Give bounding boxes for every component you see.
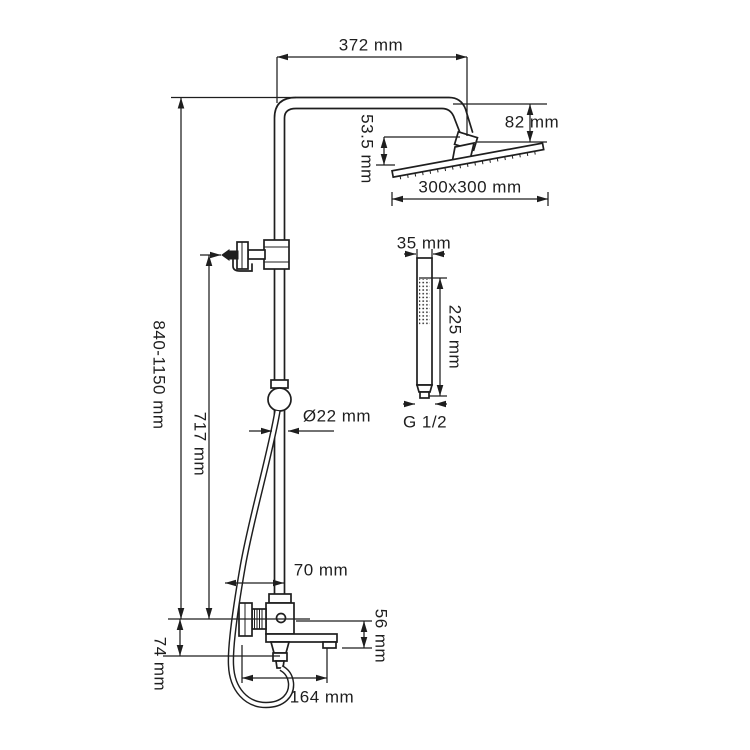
- dim-70-label: 70 mm: [294, 561, 348, 580]
- overhead-shower-head: [391, 142, 545, 180]
- bracket-screw: [221, 249, 230, 261]
- dim-300x300: 300x300 mm: [391, 178, 549, 206]
- dim-82: 82 mm: [453, 103, 559, 143]
- dim-717-label: 717 mm: [191, 412, 210, 476]
- dim-56: 56 mm: [296, 609, 391, 663]
- dim-164: 164 mm: [241, 645, 354, 707]
- pipe-tee: [263, 239, 290, 270]
- dim-o22-label: Ø22 mm: [303, 407, 371, 426]
- wall-bracket: [221, 239, 290, 272]
- dim-372: 372 mm: [276, 36, 468, 136]
- slider-holder: [267, 379, 292, 412]
- hand-shower-connector: [419, 391, 430, 399]
- hand-shower-cone: [415, 384, 434, 393]
- spout-underbody: [269, 641, 291, 654]
- shower-hose: [227, 410, 295, 709]
- dim-35: 35 mm: [397, 234, 451, 259]
- dim-74: 74 mm: [151, 618, 310, 691]
- hand-shower: [415, 257, 434, 399]
- hose-nut: [272, 652, 288, 662]
- dim-164-label: 164 mm: [290, 688, 354, 707]
- mixer-body: [238, 593, 295, 637]
- dim-70: 70 mm: [225, 561, 348, 587]
- dim-74-label: 74 mm: [151, 637, 170, 691]
- dim-height: 840-1150 mm: [150, 96, 296, 619]
- dim-g12-label: G 1/2: [403, 413, 447, 432]
- hand-shower-sprayface: [419, 279, 430, 326]
- mixer-top-cap: [268, 593, 292, 604]
- dim-717: 717 mm: [191, 251, 221, 619]
- dim-300x300-label: 300x300 mm: [418, 178, 521, 197]
- dim-225: 225 mm: [419, 277, 465, 397]
- dim-g12: G 1/2: [403, 400, 447, 432]
- dim-372-label: 372 mm: [339, 36, 403, 55]
- mixer-screw: [275, 612, 287, 624]
- dim-225-label: 225 mm: [446, 305, 465, 369]
- bracket-hook: [232, 257, 253, 272]
- dim-56-label: 56 mm: [372, 609, 391, 663]
- spout-tip: [322, 641, 337, 649]
- bracket-rod: [247, 249, 266, 260]
- dim-o22: Ø22 mm: [249, 407, 371, 435]
- spout: [265, 633, 338, 669]
- dim-height-label: 840-1150 mm: [150, 320, 169, 429]
- dim-82-label: 82 mm: [505, 113, 559, 132]
- dim-35-label: 35 mm: [397, 234, 451, 253]
- shower-nozzles: [399, 151, 536, 180]
- dim-53-5-label: 53.5 mm: [358, 114, 377, 184]
- dim-53-5: 53.5 mm: [358, 114, 460, 184]
